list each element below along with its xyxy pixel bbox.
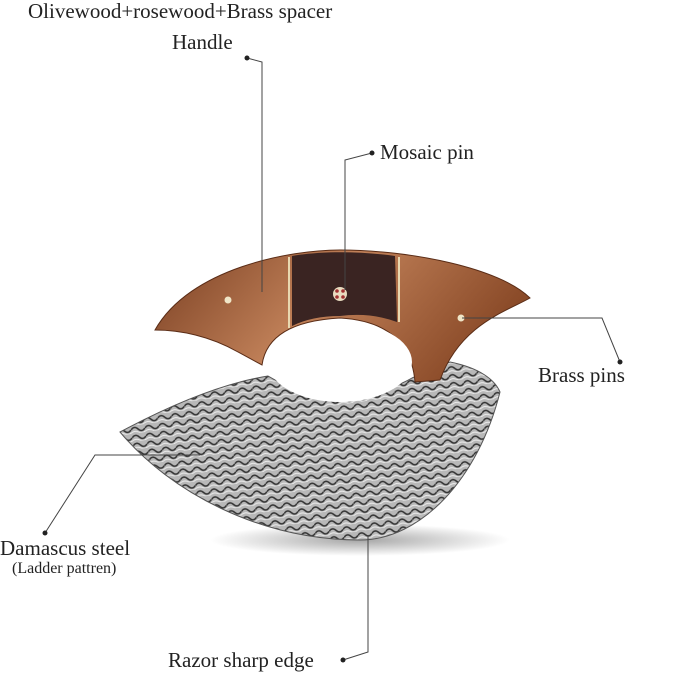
ladder-pattern-label: (Ladder pattren) xyxy=(12,560,117,577)
handle-wood xyxy=(154,249,531,383)
handle-material-label: Olivewood+rosewood+Brass spacer xyxy=(28,0,333,23)
callout-lines xyxy=(44,57,621,661)
mosaic-pin-label: Mosaic pin xyxy=(380,140,474,164)
brass-pin-right xyxy=(457,314,465,322)
brass-pin-left xyxy=(224,296,232,304)
mosaic-pin xyxy=(333,287,347,301)
finger-hole xyxy=(268,322,412,402)
damascus-steel-label: Damascus steel xyxy=(0,536,131,560)
blade xyxy=(119,361,501,541)
handle-label: Handle xyxy=(172,30,233,54)
brass-pins-label: Brass pins xyxy=(538,363,625,387)
callout-dots xyxy=(42,55,623,663)
razor-edge-label: Razor sharp edge xyxy=(168,648,314,672)
